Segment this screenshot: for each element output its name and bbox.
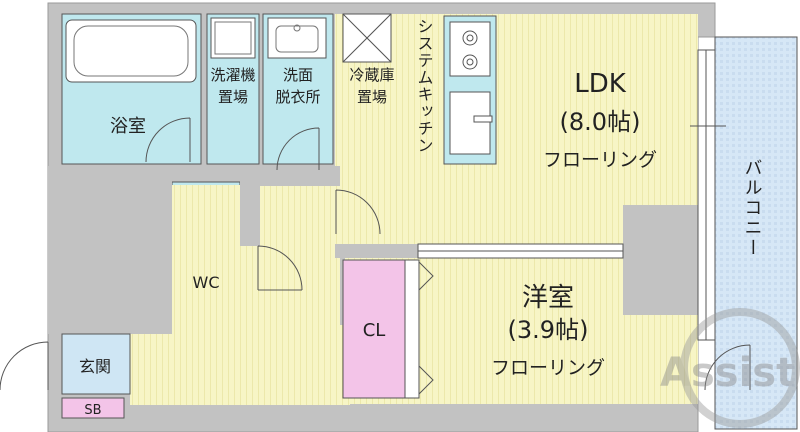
bath-label: 浴室 (110, 116, 146, 137)
washer-label-1: 洗濯機 (210, 66, 255, 84)
balcony-label: バルコニー (742, 158, 763, 258)
washroom-label-1: 洗面 (283, 66, 313, 84)
washroom-label-2: 脱衣所 (275, 88, 320, 106)
svg-text:Assist: Assist (660, 350, 795, 396)
ldk-floor-type: フローリング (543, 149, 657, 171)
western-size: (3.9帖) (508, 316, 589, 344)
closet (342, 259, 406, 399)
entrance (61, 333, 131, 395)
door-swings (0, 117, 751, 391)
shoebox-label: SB (84, 403, 101, 418)
closet-label: CL (363, 320, 386, 341)
western-name: 洋室 (522, 283, 574, 313)
wc-label: WC (193, 273, 220, 292)
fridge-label-2: 置場 (357, 88, 387, 106)
ldk-name: LDK (574, 69, 627, 99)
shoebox (61, 397, 125, 419)
entrance-label: 玄関 (79, 357, 111, 376)
kitchen-label: システムキッチン (415, 18, 434, 154)
western-floor-type: フローリング (491, 357, 605, 379)
washer-label-2: 置場 (218, 88, 248, 106)
fridge-label-1: 冷蔵庫 (349, 66, 394, 84)
ldk-size: (8.0帖) (560, 108, 641, 136)
watermark-logo: Assist (660, 308, 800, 428)
balcony (714, 36, 798, 430)
